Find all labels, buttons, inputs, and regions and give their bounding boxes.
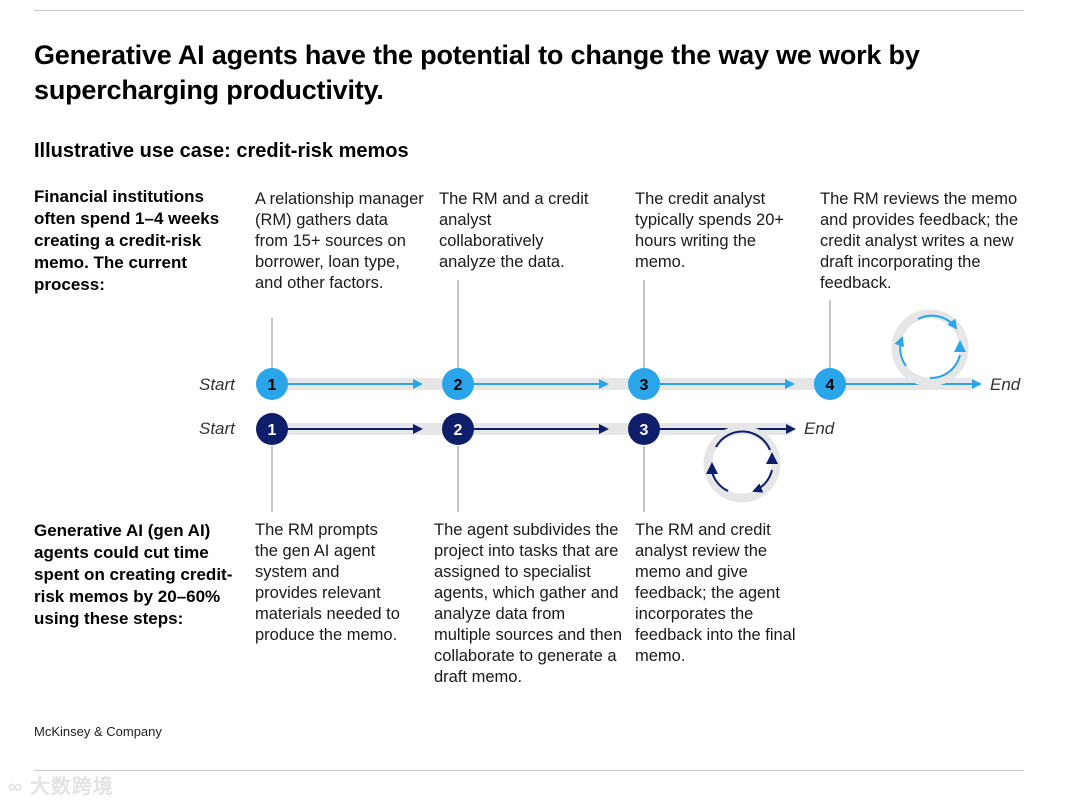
gen-ai-step-3-number: 3 xyxy=(640,422,649,439)
gen-ai-step-3-text: The RM and credit analyst review the mem… xyxy=(635,521,796,665)
gen-ai-step-1-marker: 1 xyxy=(256,413,288,445)
current-step-1-text: A relationship manager (RM) gathers data… xyxy=(255,190,424,292)
gen-ai-step-3-marker: 3 xyxy=(628,413,660,445)
footer-brand: McKinsey & Company xyxy=(34,724,162,739)
current-feedback-loop-icon xyxy=(891,309,969,387)
gen-ai-step-2-number: 2 xyxy=(454,422,463,439)
gen-ai-step-2-text: The agent subdivides the project into ta… xyxy=(434,521,623,686)
current-step-2-number: 2 xyxy=(454,377,463,394)
top-rule xyxy=(34,10,1024,11)
gen-ai-feedback-loop-icon xyxy=(703,425,781,503)
current-connectors xyxy=(271,280,831,368)
current-step-2-text: The RM and a credit analyst collaborativ… xyxy=(439,190,589,271)
current-step-4-number: 4 xyxy=(826,377,835,394)
gen-ai-start-label: Start xyxy=(199,419,235,438)
current-step-1-number: 1 xyxy=(268,377,277,394)
current-step-3-marker: 3 xyxy=(628,368,660,400)
current-process-lead: Financial institutions often spend 1–4 w… xyxy=(34,187,220,294)
current-step-3-number: 3 xyxy=(640,377,649,394)
current-step-1-marker: 1 xyxy=(256,368,288,400)
current-track: 1 2 3 4 xyxy=(256,309,982,400)
gen-ai-track: 1 2 3 xyxy=(256,413,796,503)
current-step-4-text: The RM reviews the memo and provides fee… xyxy=(820,190,1019,292)
bottom-rule xyxy=(34,770,1024,771)
current-step-2-marker: 2 xyxy=(442,368,474,400)
gen-ai-step-1-text: The RM prompts the gen AI agent system a… xyxy=(255,521,400,644)
gen-ai-connectors xyxy=(271,446,645,512)
gen-ai-step-1-number: 1 xyxy=(268,422,277,439)
page-subtitle: Illustrative use case: credit-risk memos xyxy=(34,140,409,162)
gen-ai-process-lead: Generative AI (gen AI) agents could cut … xyxy=(34,521,233,628)
gen-ai-end-label: End xyxy=(804,419,835,438)
current-end-label: End xyxy=(990,375,1021,394)
current-step-4-marker: 4 xyxy=(814,368,846,400)
watermark-logo: ∞ 大数跨境 xyxy=(8,776,114,798)
current-step-3-text: The credit analyst typically spends 20+ … xyxy=(635,190,785,271)
page-title: Generative AI agents have the potential … xyxy=(34,40,920,105)
gen-ai-step-2-marker: 2 xyxy=(442,413,474,445)
current-start-label: Start xyxy=(199,375,235,394)
